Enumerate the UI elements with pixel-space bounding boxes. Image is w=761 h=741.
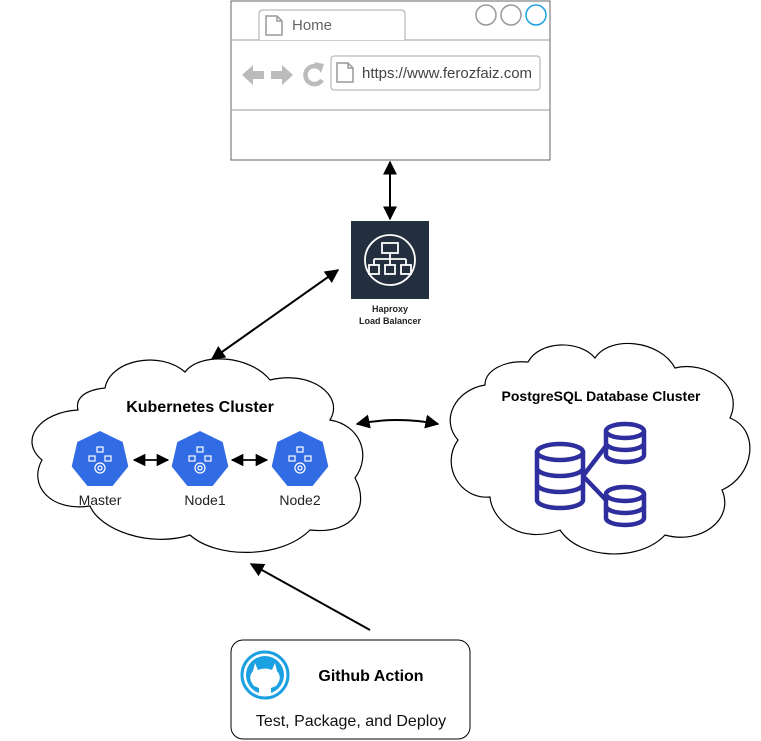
load-balancer: Haproxy Load Balancer	[351, 221, 429, 326]
window-button-icon[interactable]	[475, 4, 497, 26]
github-action-title: Github Action	[318, 668, 423, 685]
browser-window: Home https://www.ferozfaiz.com	[230, 0, 551, 161]
github-action: Github Action Test, Package, and Deploy	[230, 639, 471, 740]
master-label: Master	[79, 492, 122, 508]
postgres-cluster-title: PostgreSQL Database Cluster	[502, 388, 701, 404]
forward-arrow-icon[interactable]	[271, 65, 293, 85]
window-button-icon[interactable]	[525, 4, 547, 26]
node1-label: Node1	[184, 492, 225, 508]
browser-tab-label: Home	[292, 17, 332, 34]
kubernetes-cluster: Kubernetes Cluster	[31, 358, 364, 553]
refresh-icon[interactable]	[303, 62, 324, 87]
page-icon	[265, 15, 283, 36]
browser-tab[interactable]: Home	[258, 9, 406, 40]
window-button-icon[interactable]	[500, 4, 522, 26]
github-kubernetes-connector	[249, 563, 371, 631]
address-bar-url: https://www.ferozfaiz.com	[362, 65, 532, 82]
load-balancer-name: Haproxy	[372, 304, 408, 314]
back-arrow-icon[interactable]	[242, 65, 264, 85]
loadbalancer-kubernetes-connector	[210, 269, 340, 360]
postgres-cluster: PostgreSQL Database Cluster	[449, 342, 751, 555]
address-bar[interactable]: https://www.ferozfaiz.com	[330, 55, 541, 91]
kubernetes-node1-icon	[171, 431, 229, 486]
github-action-subtitle: Test, Package, and Deploy	[256, 713, 446, 730]
page-icon	[336, 62, 354, 83]
database-cluster-icon	[534, 421, 647, 528]
node2-label: Node2	[279, 492, 320, 508]
kubernetes-node2-icon	[271, 431, 329, 486]
kubernetes-cluster-title: Kubernetes Cluster	[126, 399, 274, 416]
kubernetes-master-icon	[71, 431, 129, 486]
github-icon	[240, 650, 290, 700]
kubernetes-postgres-connector	[355, 414, 440, 429]
load-balancer-type: Load Balancer	[359, 316, 422, 326]
postgres-cloud-shape	[449, 342, 751, 555]
load-balancer-icon	[364, 234, 416, 286]
